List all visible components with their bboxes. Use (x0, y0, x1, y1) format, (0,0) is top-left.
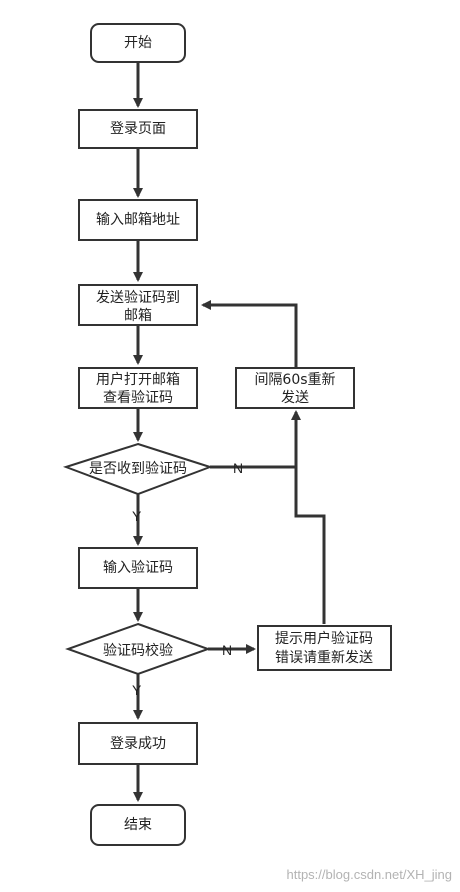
edges (133, 62, 326, 802)
node-enter-code: 输入验证码 (78, 547, 198, 589)
node-open-mail: 用户打开邮箱 查看验证码 (78, 367, 198, 409)
watermark-text: https://blog.csdn.net/XH_jing (287, 867, 453, 882)
node-received-decision-label: 是否收到验证码 (89, 461, 187, 477)
node-error-prompt: 提示用户验证码 错误请重新发送 (257, 625, 392, 671)
node-enter-email: 输入邮箱地址 (78, 199, 198, 241)
node-login-page-label: 登录页面 (110, 121, 166, 137)
node-verify-decision-label: 验证码校验 (103, 642, 173, 659)
label-verify-no: N (222, 642, 232, 658)
node-error-prompt-label-2: 错误请重新发送 (275, 650, 373, 666)
edge-error-to-wait (294, 467, 326, 624)
node-start-label: 开始 (124, 35, 152, 51)
node-end-label: 结束 (124, 817, 152, 833)
node-enter-code-label: 输入验证码 (103, 560, 173, 576)
node-error-prompt-label-1: 提示用户验证码 (275, 630, 373, 647)
node-wait-resend: 间隔60s重新 发送 (235, 367, 355, 409)
node-wait-resend-label-2: 发送 (281, 390, 309, 406)
edge-wait-to-send (201, 300, 298, 368)
node-enter-email-label: 输入邮箱地址 (96, 212, 180, 228)
node-send-code: 发送验证码到 邮箱 (78, 284, 198, 326)
node-login-success: 登录成功 (78, 722, 198, 765)
node-login-success-label: 登录成功 (110, 736, 166, 752)
node-send-code-label-2: 邮箱 (124, 308, 152, 324)
node-login-page: 登录页面 (78, 109, 198, 149)
node-open-mail-label-2: 查看验证码 (103, 390, 173, 406)
node-received-decision: 是否收到验证码 (62, 442, 214, 496)
node-send-code-label-1: 发送验证码到 (96, 290, 180, 306)
label-received-yes: Y (132, 508, 142, 524)
node-start: 开始 (90, 23, 186, 63)
node-open-mail-label-1: 用户打开邮箱 (96, 371, 180, 388)
node-verify-decision: 验证码校验 (65, 622, 211, 676)
node-end: 结束 (90, 804, 186, 846)
label-verify-yes: Y (132, 682, 142, 698)
edge-received-no-to-wait (210, 410, 301, 469)
label-received-no: N (233, 460, 243, 476)
node-wait-resend-label-1: 间隔60s重新 (254, 372, 335, 388)
